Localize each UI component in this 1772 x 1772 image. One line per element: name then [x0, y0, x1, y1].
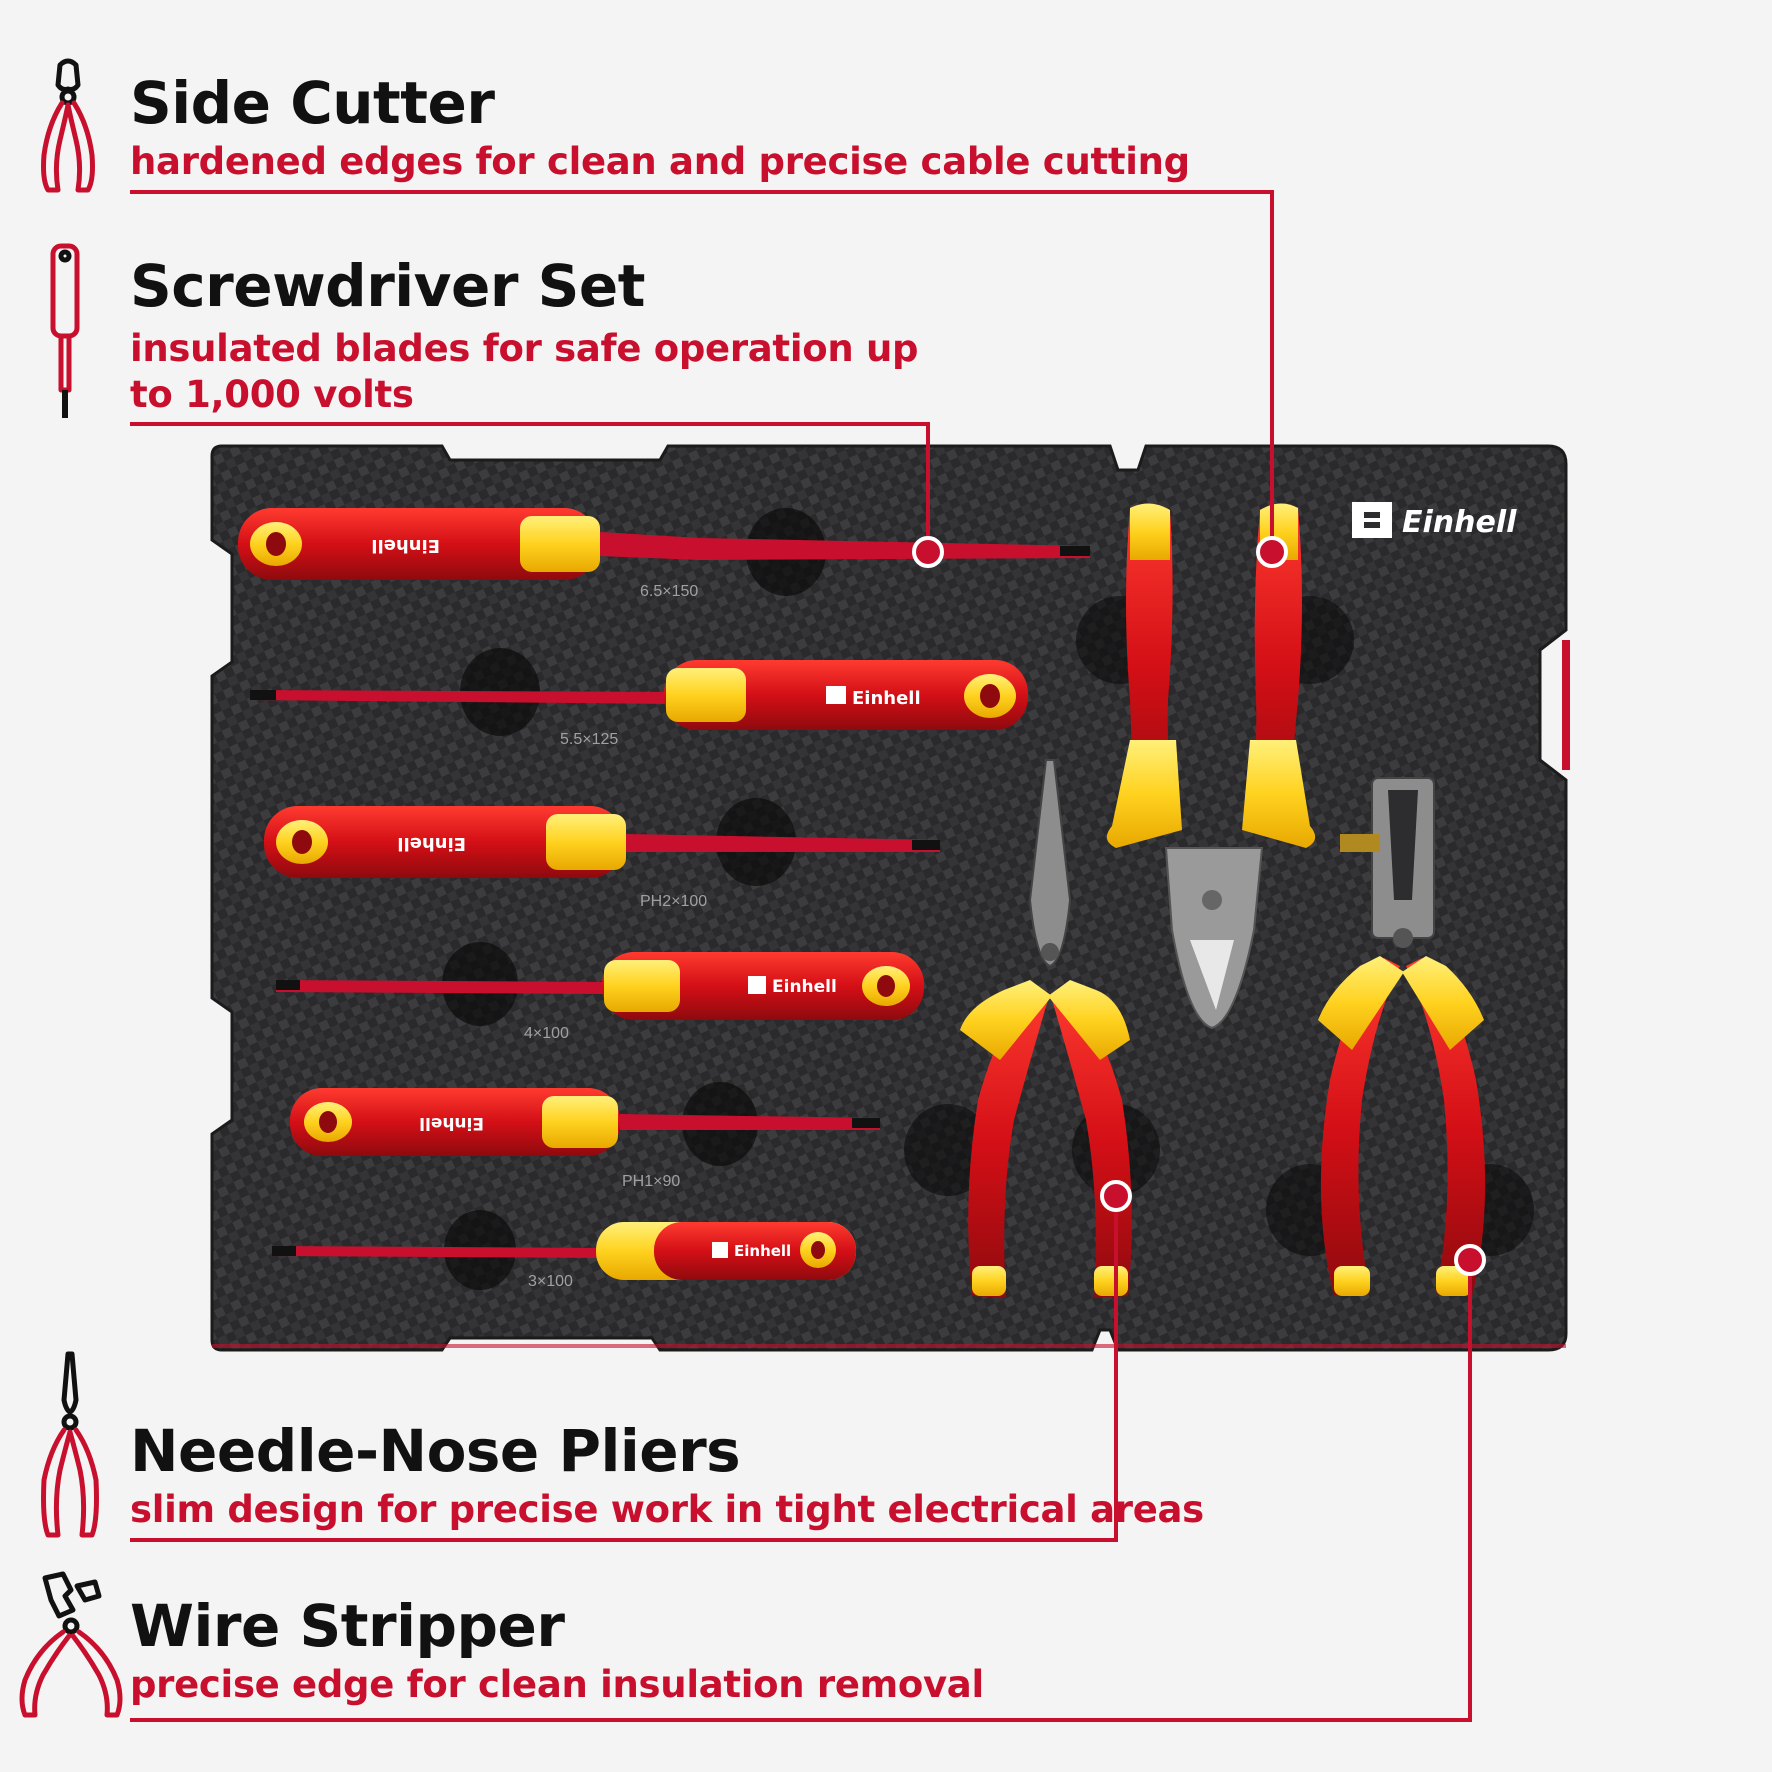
- handle-brand-text: Einhell: [419, 1113, 484, 1133]
- screwdriver-5-5x125: Einhell 5.5×125: [250, 648, 1028, 748]
- needle-nose-pliers-icon: [41, 1351, 99, 1538]
- handle-brand-text: Einhell: [371, 535, 440, 556]
- wire-stripper-subtitle: precise edge for clean insulation remova…: [130, 1663, 984, 1706]
- needle-nose-pliers-title: Needle-Nose Pliers: [130, 1417, 741, 1485]
- handle-brand-text: Einhell: [397, 833, 466, 854]
- screwdriver-set-title: Screwdriver Set: [130, 252, 645, 320]
- size-label-ph1x90: PH1×90: [622, 1173, 680, 1190]
- size-label-4x100: 4×100: [524, 1025, 569, 1042]
- wire-stripper-icon: [19, 1571, 123, 1718]
- needle-nose-pliers-subtitle: slim design for precise work in tight el…: [130, 1488, 1204, 1531]
- side-cutter-callout-line: [130, 190, 1274, 552]
- screwdriver-set-subtitle-line2: to 1,000 volts: [130, 373, 414, 416]
- screwdriver-6-5x150: Einhell 6.5×150: [238, 508, 1090, 600]
- callout-dots: [912, 536, 1486, 1276]
- side-cutter-title: Side Cutter: [130, 69, 495, 137]
- callout-lines: [130, 190, 1472, 1722]
- size-label-6-5x150: 6.5×150: [640, 583, 698, 600]
- wire-stripper-pliers: [1266, 777, 1534, 1296]
- screwdriver-4x100: Einhell 4×100: [276, 942, 924, 1042]
- screwdriver-ph2x100: Einhell PH2×100: [264, 798, 940, 910]
- brand-logo: Einhell: [1352, 502, 1517, 540]
- screwdriver-set-subtitle-line1: insulated blades for safe operation up: [130, 327, 919, 370]
- screwdriver-ph1x90: Einhell PH1×90: [290, 1082, 880, 1190]
- brand-logo-text: Einhell: [1402, 505, 1517, 540]
- side-cutter-icon: [41, 58, 95, 193]
- wire-stripper-callout-line: [130, 1260, 1472, 1722]
- needle-nose-callout-line: [130, 1196, 1118, 1542]
- screwdriver-callout-line: [130, 422, 930, 552]
- handle-brand-text: Einhell: [852, 688, 921, 709]
- size-label-ph2x100: PH2×100: [640, 893, 707, 910]
- side-cutter-pliers: [1076, 503, 1354, 1030]
- size-label-5-5x125: 5.5×125: [560, 731, 618, 748]
- screwdriver-icon: [50, 243, 80, 418]
- handle-brand-text: Einhell: [734, 1242, 791, 1260]
- size-label-3x100: 3×100: [528, 1273, 573, 1290]
- handle-brand-text: Einhell: [772, 977, 837, 997]
- foam-tray: [210, 444, 1570, 1352]
- needle-nose-pliers: [904, 759, 1160, 1298]
- wire-stripper-title: Wire Stripper: [130, 1592, 565, 1660]
- side-cutter-subtitle: hardened edges for clean and precise cab…: [130, 140, 1190, 183]
- screwdriver-3x100: Einhell 3×100: [272, 1210, 856, 1290]
